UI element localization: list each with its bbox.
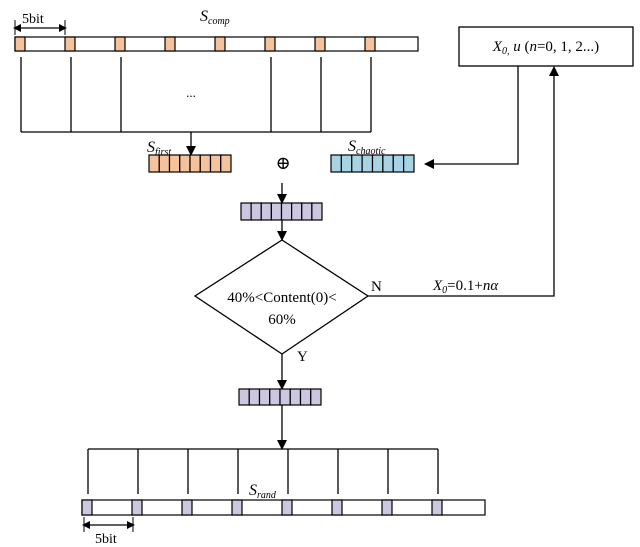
array-cell: [258, 388, 271, 406]
param-to-chaotic-arrow: [424, 66, 519, 169]
array-cell: [330, 154, 342, 173]
decision-line-2: 60%: [268, 312, 296, 328]
array-cell: [310, 388, 322, 406]
segment-marker: [281, 499, 293, 516]
s-rand-branches: [87, 448, 439, 494]
param-box-text: X0, u (n=0, 1, 2...): [492, 39, 599, 57]
s-rand-label: Srand: [249, 482, 277, 501]
segment-marker: [314, 36, 326, 52]
array-cell: [209, 154, 222, 173]
array-cell: [270, 202, 283, 221]
array-cell: [250, 202, 262, 221]
s-first-array: [148, 154, 232, 173]
array-cell: [199, 154, 212, 173]
top-bit-width-label: 5bit: [22, 12, 44, 27]
s-chaotic-label: Schaotic: [348, 138, 386, 157]
segment-marker: [431, 499, 443, 516]
s-first-label: Sfirst: [147, 139, 171, 158]
array-cell: [240, 202, 252, 221]
segment-marker: [81, 499, 93, 516]
segment-marker: [231, 499, 243, 516]
segment-marker: [331, 499, 343, 516]
s-rand-bar: [81, 499, 486, 516]
segment-marker: [264, 36, 276, 52]
array-cell: [340, 154, 353, 173]
array-cell: [279, 388, 291, 406]
array-cell: [289, 388, 302, 406]
feedback-formula: X0=0.1+nα: [432, 278, 499, 296]
segment-marker: [364, 36, 376, 52]
segment-marker: [181, 499, 193, 516]
array-cell: [291, 202, 303, 221]
no-label: N: [371, 279, 382, 295]
array-cell: [260, 202, 272, 221]
array-cell: [311, 202, 323, 221]
array-cell: [371, 154, 384, 173]
segment-marker: [64, 36, 76, 52]
s-chaotic-array: [330, 154, 415, 173]
array-cell: [382, 154, 394, 173]
segment-marker: [381, 499, 393, 516]
feedback-arrow: [368, 66, 559, 297]
segment-marker: [114, 36, 126, 52]
xor-operator: ⊕: [275, 153, 290, 173]
segment-marker: [164, 36, 176, 52]
array-cell: [280, 202, 293, 221]
s-comp-group: Scomp 5bit ...: [13, 8, 419, 156]
array-cell: [269, 388, 281, 406]
array-cell: [220, 154, 232, 173]
array-cell: [299, 388, 312, 406]
array-cell: [179, 154, 191, 173]
array-cell: [158, 154, 171, 173]
segment-marker: [214, 36, 226, 52]
array-cell: [351, 154, 363, 173]
s-comp-label: Scomp: [200, 8, 230, 27]
top-bit-width-annotation: 5bit: [13, 12, 67, 35]
array-cell: [148, 154, 160, 173]
array-cell: [248, 388, 261, 406]
segment-marker: [14, 36, 26, 52]
accepted-array: [238, 388, 322, 406]
xor-result-array: [240, 202, 323, 221]
param-box: X0, u (n=0, 1, 2...): [458, 26, 634, 67]
yes-label: Y: [297, 349, 308, 365]
s-comp-branches: [20, 57, 372, 156]
decision-line-1: 40%<Content(0)<: [227, 290, 336, 306]
s-comp-bar: [14, 36, 419, 52]
ellipsis: ...: [186, 85, 196, 100]
array-cell: [403, 154, 415, 173]
array-cell: [301, 202, 313, 221]
array-cell: [168, 154, 181, 173]
bottom-bit-width-label: 5bit: [95, 532, 117, 547]
segment-marker: [131, 499, 143, 516]
bottom-bit-width-annotation: 5bit: [82, 517, 135, 547]
array-cell: [361, 154, 374, 173]
array-cell: [392, 154, 405, 173]
decision-diamond: 40%<Content(0)< 60%: [193, 239, 370, 355]
array-cell: [238, 388, 250, 406]
array-cell: [189, 154, 201, 173]
